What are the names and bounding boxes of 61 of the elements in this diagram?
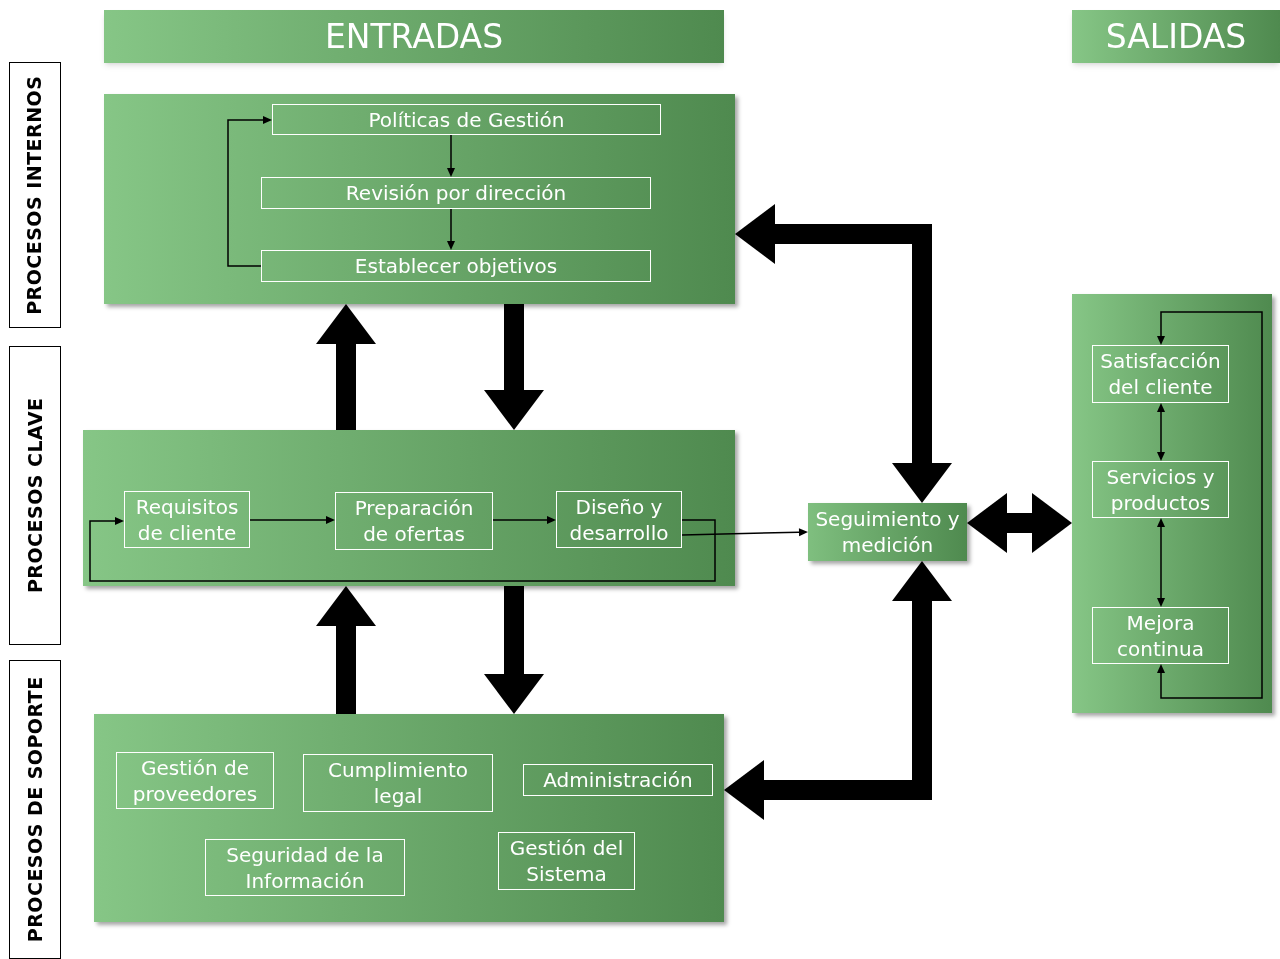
box-label: Políticas de Gestión: [368, 106, 565, 133]
header-band: [104, 10, 724, 63]
vertical-label: PROCESOS DE SOPORTE: [22, 676, 47, 943]
arrow: [492, 516, 556, 524]
arrow: [1157, 403, 1165, 461]
arrow: [447, 208, 455, 250]
thick-arrow: [735, 204, 952, 503]
process-panel: [83, 430, 735, 586]
process-box: [1092, 345, 1229, 403]
side-label-box: [9, 62, 61, 328]
box-label: Gestión de proveedores: [131, 754, 259, 807]
box-label: Establecer objetivos: [354, 253, 558, 279]
process-box: [1092, 461, 1229, 518]
arrow: [447, 134, 455, 177]
arrow: [227, 116, 272, 267]
header-band: [1072, 10, 1280, 63]
box-label: Servicios y productos: [1105, 463, 1216, 516]
box-label: Gestión del Sistema: [508, 835, 625, 887]
process-box: [808, 503, 967, 561]
process-box: [1092, 607, 1229, 664]
box-label: Cumplimiento legal: [327, 757, 469, 809]
header-title: ENTRADAS: [324, 15, 504, 58]
process-box: [261, 250, 651, 282]
process-box: [261, 177, 651, 209]
process-box: [124, 491, 250, 548]
process-box: [498, 832, 635, 890]
thick-arrow: [484, 586, 544, 714]
thick-arrow: [316, 586, 376, 714]
box-label: Preparación de ofertas: [353, 495, 475, 547]
thick-arrow: [316, 304, 376, 430]
arrow: [1157, 311, 1263, 699]
box-label: Seguridad de la Información: [225, 841, 385, 894]
process-box: [116, 752, 274, 809]
process-panel: [104, 94, 735, 304]
thick-arrow: [724, 561, 952, 820]
side-label-box: [9, 660, 61, 959]
process-box: [556, 491, 682, 548]
side-label-box: [9, 346, 61, 645]
box-label: Seguimiento y medición: [814, 506, 961, 558]
arrow: [249, 516, 335, 524]
process-panel: [94, 714, 724, 922]
process-box: [335, 492, 493, 550]
process-box: [303, 754, 493, 812]
box-label: Revisión por dirección: [345, 180, 567, 206]
process-box: [205, 839, 405, 896]
thick-arrow: [967, 493, 1072, 553]
process-panel: [1072, 294, 1272, 713]
box-label: Diseño y desarrollo: [568, 493, 670, 546]
thick-arrow: [484, 304, 544, 430]
vertical-label: PROCESOS CLAVE: [22, 397, 47, 594]
box-label: Administración: [543, 767, 693, 793]
arrow: [1157, 518, 1165, 607]
header-title: SALIDAS: [1105, 15, 1247, 58]
process-box: [523, 764, 713, 796]
box-label: Requisitos de cliente: [134, 493, 240, 546]
arrow: [681, 528, 808, 537]
process-box: [272, 104, 661, 135]
vertical-label: PROCESOS INTERNOS: [22, 75, 47, 315]
box-label: Satisfacción del cliente: [1099, 348, 1222, 400]
box-label: Mejora continua: [1116, 609, 1205, 662]
arrow: [89, 517, 716, 582]
